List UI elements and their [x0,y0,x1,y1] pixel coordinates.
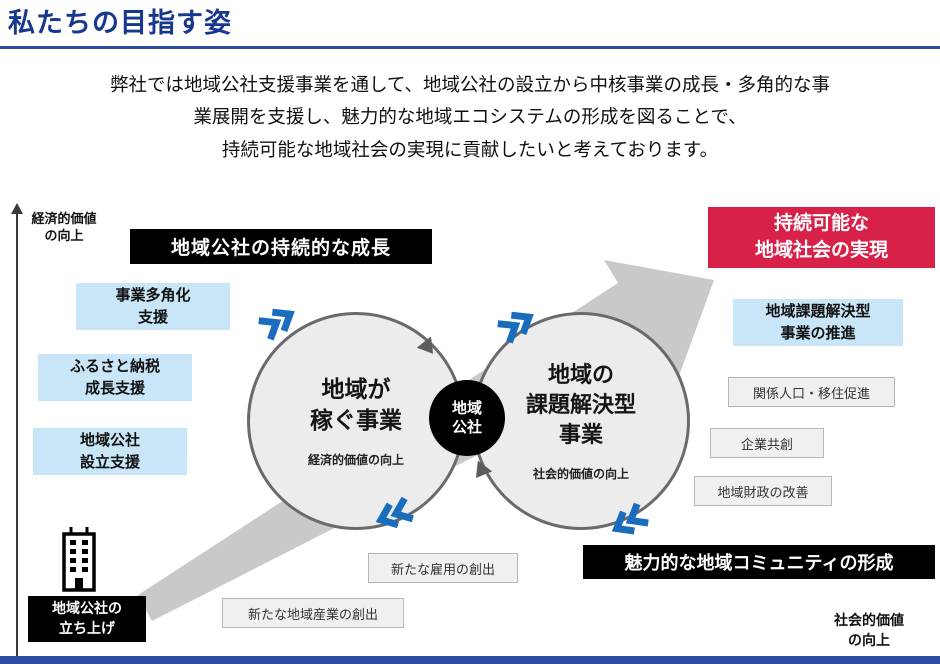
y-axis-label: 経済的価値 の向上 [31,211,97,243]
x-axis-bar [0,656,940,664]
x-axis-label: 社会的価値 の向上 [834,612,904,649]
regional-corporation-circle: 地域 公社 [429,380,505,456]
office-building-icon [56,524,102,592]
goal-banner: 持続可能な 地域社会の実現 [708,207,935,268]
startup-badge: 地域公社の 立ち上げ [28,596,146,642]
community-banner: 魅力的な地域コミュニティの形成 [583,545,935,579]
y-axis-arrow-icon [11,203,23,214]
intro-text: 弊社では地域公社支援事業を通して、地域公社の設立から中核事業の成長・多角的な事 … [109,74,831,160]
outcome-box-cocreation: 企業共創 [710,428,824,458]
title-divider [0,46,940,49]
support-box-diversification: 事業多角化 支援 [76,283,230,330]
growth-banner: 地域公社の持続的な成長 [130,229,432,264]
outcome-box-migration: 関係人口・移住促進 [728,377,895,407]
outcome-box-industry: 新たな地域産業の創出 [222,598,404,628]
problem-solving-subtitle: 社会的価値の向上 [532,466,629,481]
y-axis-line [16,214,18,656]
support-box-establishment: 地域公社 設立支援 [33,428,187,475]
page-title: 私たちの目指す姿 [8,8,232,38]
outcome-box-employment: 新たな雇用の創出 [368,553,518,583]
promotion-box: 地域課題解決型 事業の推進 [733,299,903,346]
earning-business-subtitle: 経済的価値の向上 [307,453,404,468]
problem-solving-title: 地域の 課題解決型 事業 [525,362,636,447]
support-box-furusato-tax: ふるさと納税 成長支援 [38,354,192,401]
earning-business-title: 地域が 稼ぐ事業 [310,375,402,433]
outcome-box-finance: 地域財政の改善 [694,476,832,506]
